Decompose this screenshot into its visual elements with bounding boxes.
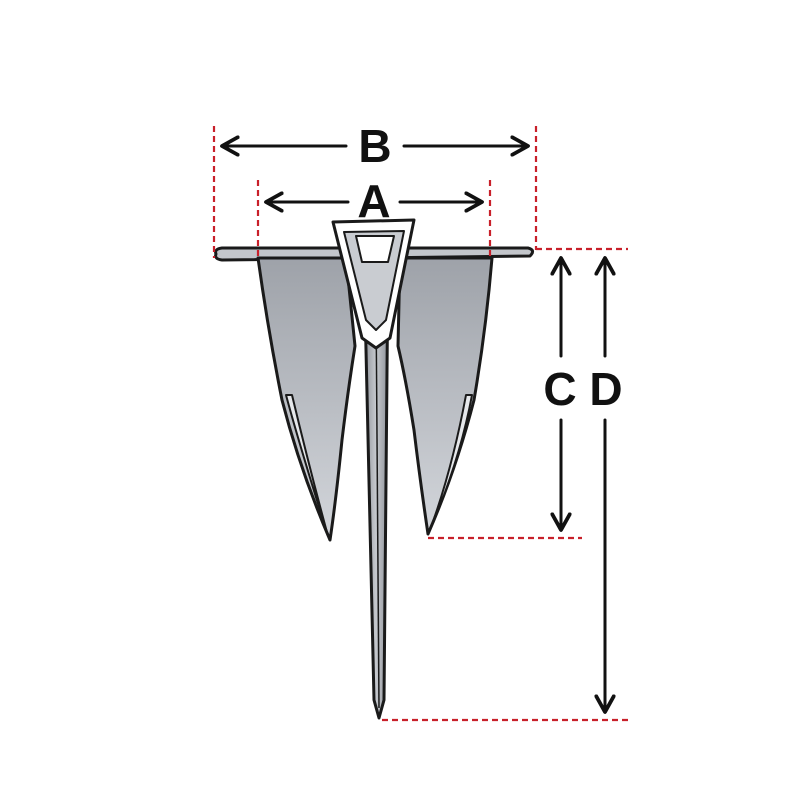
dimension-arrows bbox=[222, 146, 605, 712]
dimension-c-label: C bbox=[543, 363, 576, 415]
anchor-left-fluke-edge bbox=[285, 394, 329, 537]
dimension-b-label: B bbox=[358, 120, 391, 172]
anchor-illustration bbox=[214, 218, 535, 720]
dimension-d-label: D bbox=[589, 363, 622, 415]
anchor-shank-ridge bbox=[375, 299, 380, 709]
anchor-right-fluke-edge bbox=[429, 394, 473, 531]
anchor-crown-eye bbox=[355, 235, 395, 263]
guide-lines bbox=[212, 126, 628, 722]
anchor-left-fluke bbox=[256, 256, 357, 542]
dimension-labels: B A C D bbox=[357, 120, 622, 415]
dimension-a-label: A bbox=[357, 175, 390, 227]
